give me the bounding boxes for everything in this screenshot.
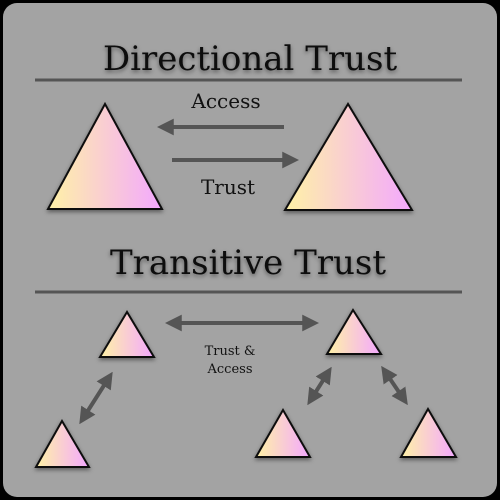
bottom-right-triangle — [399, 406, 458, 458]
transitive-trust-title: Transitive Trust — [110, 243, 386, 283]
left-trust-domain-triangle — [46, 101, 164, 210]
bottom-middle-triangle — [254, 407, 312, 458]
trust-label: Trust — [201, 175, 255, 199]
top-right-triangle — [325, 308, 383, 355]
background-panel — [3, 3, 497, 497]
right-trust-domain-triangle — [283, 102, 414, 211]
trust-access-label-line1: Trust & — [205, 344, 256, 359]
access-label: Access — [190, 89, 260, 113]
center-diagonal-arrow — [307, 366, 332, 406]
left-diagonal-arrow — [79, 371, 113, 425]
trust-access-label-line2: Access — [207, 362, 253, 377]
bottom-left-triangle — [34, 418, 91, 468]
top-left-triangle — [98, 310, 156, 358]
directional-trust-title: Directional Trust — [103, 39, 398, 79]
right-diagonal-arrow — [381, 365, 408, 406]
